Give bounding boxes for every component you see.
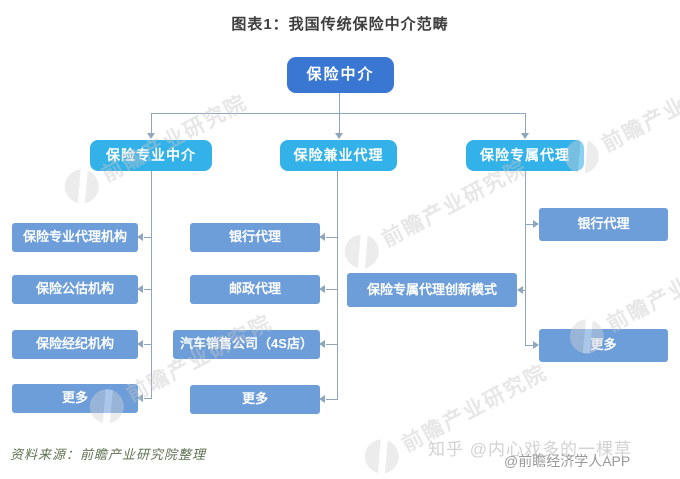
arrow-left-icon [319, 395, 325, 403]
node-exclusive-innovation-model: 保险专属代理创新模式 [347, 273, 517, 307]
connector-branch [326, 289, 337, 290]
connector-root-crossbar [151, 113, 525, 114]
source-note: 资料来源：前瞻产业研究院整理 [10, 447, 207, 462]
arrow-down-icon [147, 133, 155, 139]
connector-branch [144, 237, 151, 238]
connector-branch [326, 399, 337, 400]
arrow-left-icon [137, 340, 143, 348]
node-exclusive-agency: 保险专属代理 [466, 140, 584, 171]
node-left-more: 更多 [12, 384, 138, 413]
node-professional-intermediary: 保险专业中介 [90, 140, 212, 171]
arrow-right-icon [533, 341, 539, 349]
node-bank-agency-right: 银行代理 [539, 208, 668, 241]
arrow-left-icon [319, 233, 325, 241]
arrow-left-icon [137, 233, 143, 241]
connector-branch [526, 345, 533, 346]
connector-right-trunk [525, 171, 526, 346]
arrow-left-icon [517, 286, 523, 294]
arrow-down-icon [335, 133, 343, 139]
node-adjuster-org: 保险公估机构 [12, 275, 138, 304]
connector-drop-left [151, 113, 152, 133]
node-broker-org: 保险经纪机构 [12, 330, 138, 359]
watermark-text: 前瞻产业研究院 [603, 240, 680, 337]
arrow-down-icon [521, 133, 529, 139]
qianzhan-logo-icon [338, 228, 385, 275]
chart-title: 图表1：我国传统保险中介范畴 [231, 16, 449, 33]
arrow-left-icon [137, 285, 143, 293]
connector-middle-trunk [337, 171, 338, 400]
watermark-text: 前瞻产业研究院 [98, 90, 252, 187]
zhihu-watermark: 知乎 @内心戏多的一棵草 [428, 440, 632, 459]
arrow-right-icon [533, 220, 539, 228]
arrow-left-icon [319, 340, 325, 348]
connector-branch [526, 224, 533, 225]
connector-left-trunk [151, 171, 152, 399]
connector-branch [144, 344, 151, 345]
connector-branch [326, 344, 337, 345]
node-bank-agency-mid: 银行代理 [190, 223, 320, 252]
node-car-dealer-4s: 汽车销售公司（4S店） [173, 330, 320, 359]
node-postal-agency: 邮政代理 [190, 275, 320, 304]
arrow-left-icon [319, 285, 325, 293]
node-parttime-agency: 保险兼业代理 [280, 140, 397, 171]
watermark-text: 前瞻产业研究院 [598, 60, 680, 157]
node-middle-more: 更多 [190, 385, 320, 414]
arrow-left-icon [137, 394, 143, 402]
app-credit: @前瞻经济学人APP [504, 453, 631, 469]
connector-branch [144, 398, 151, 399]
node-right-more: 更多 [539, 329, 668, 362]
connector-drop-right [525, 113, 526, 133]
connector-branch [144, 289, 151, 290]
node-professional-agency-org: 保险专业代理机构 [12, 223, 138, 252]
connector-branch [523, 290, 525, 291]
connector-branch [326, 237, 337, 238]
node-insurance-intermediary: 保险中介 [287, 57, 394, 93]
qianzhan-logo-icon [358, 433, 405, 479]
